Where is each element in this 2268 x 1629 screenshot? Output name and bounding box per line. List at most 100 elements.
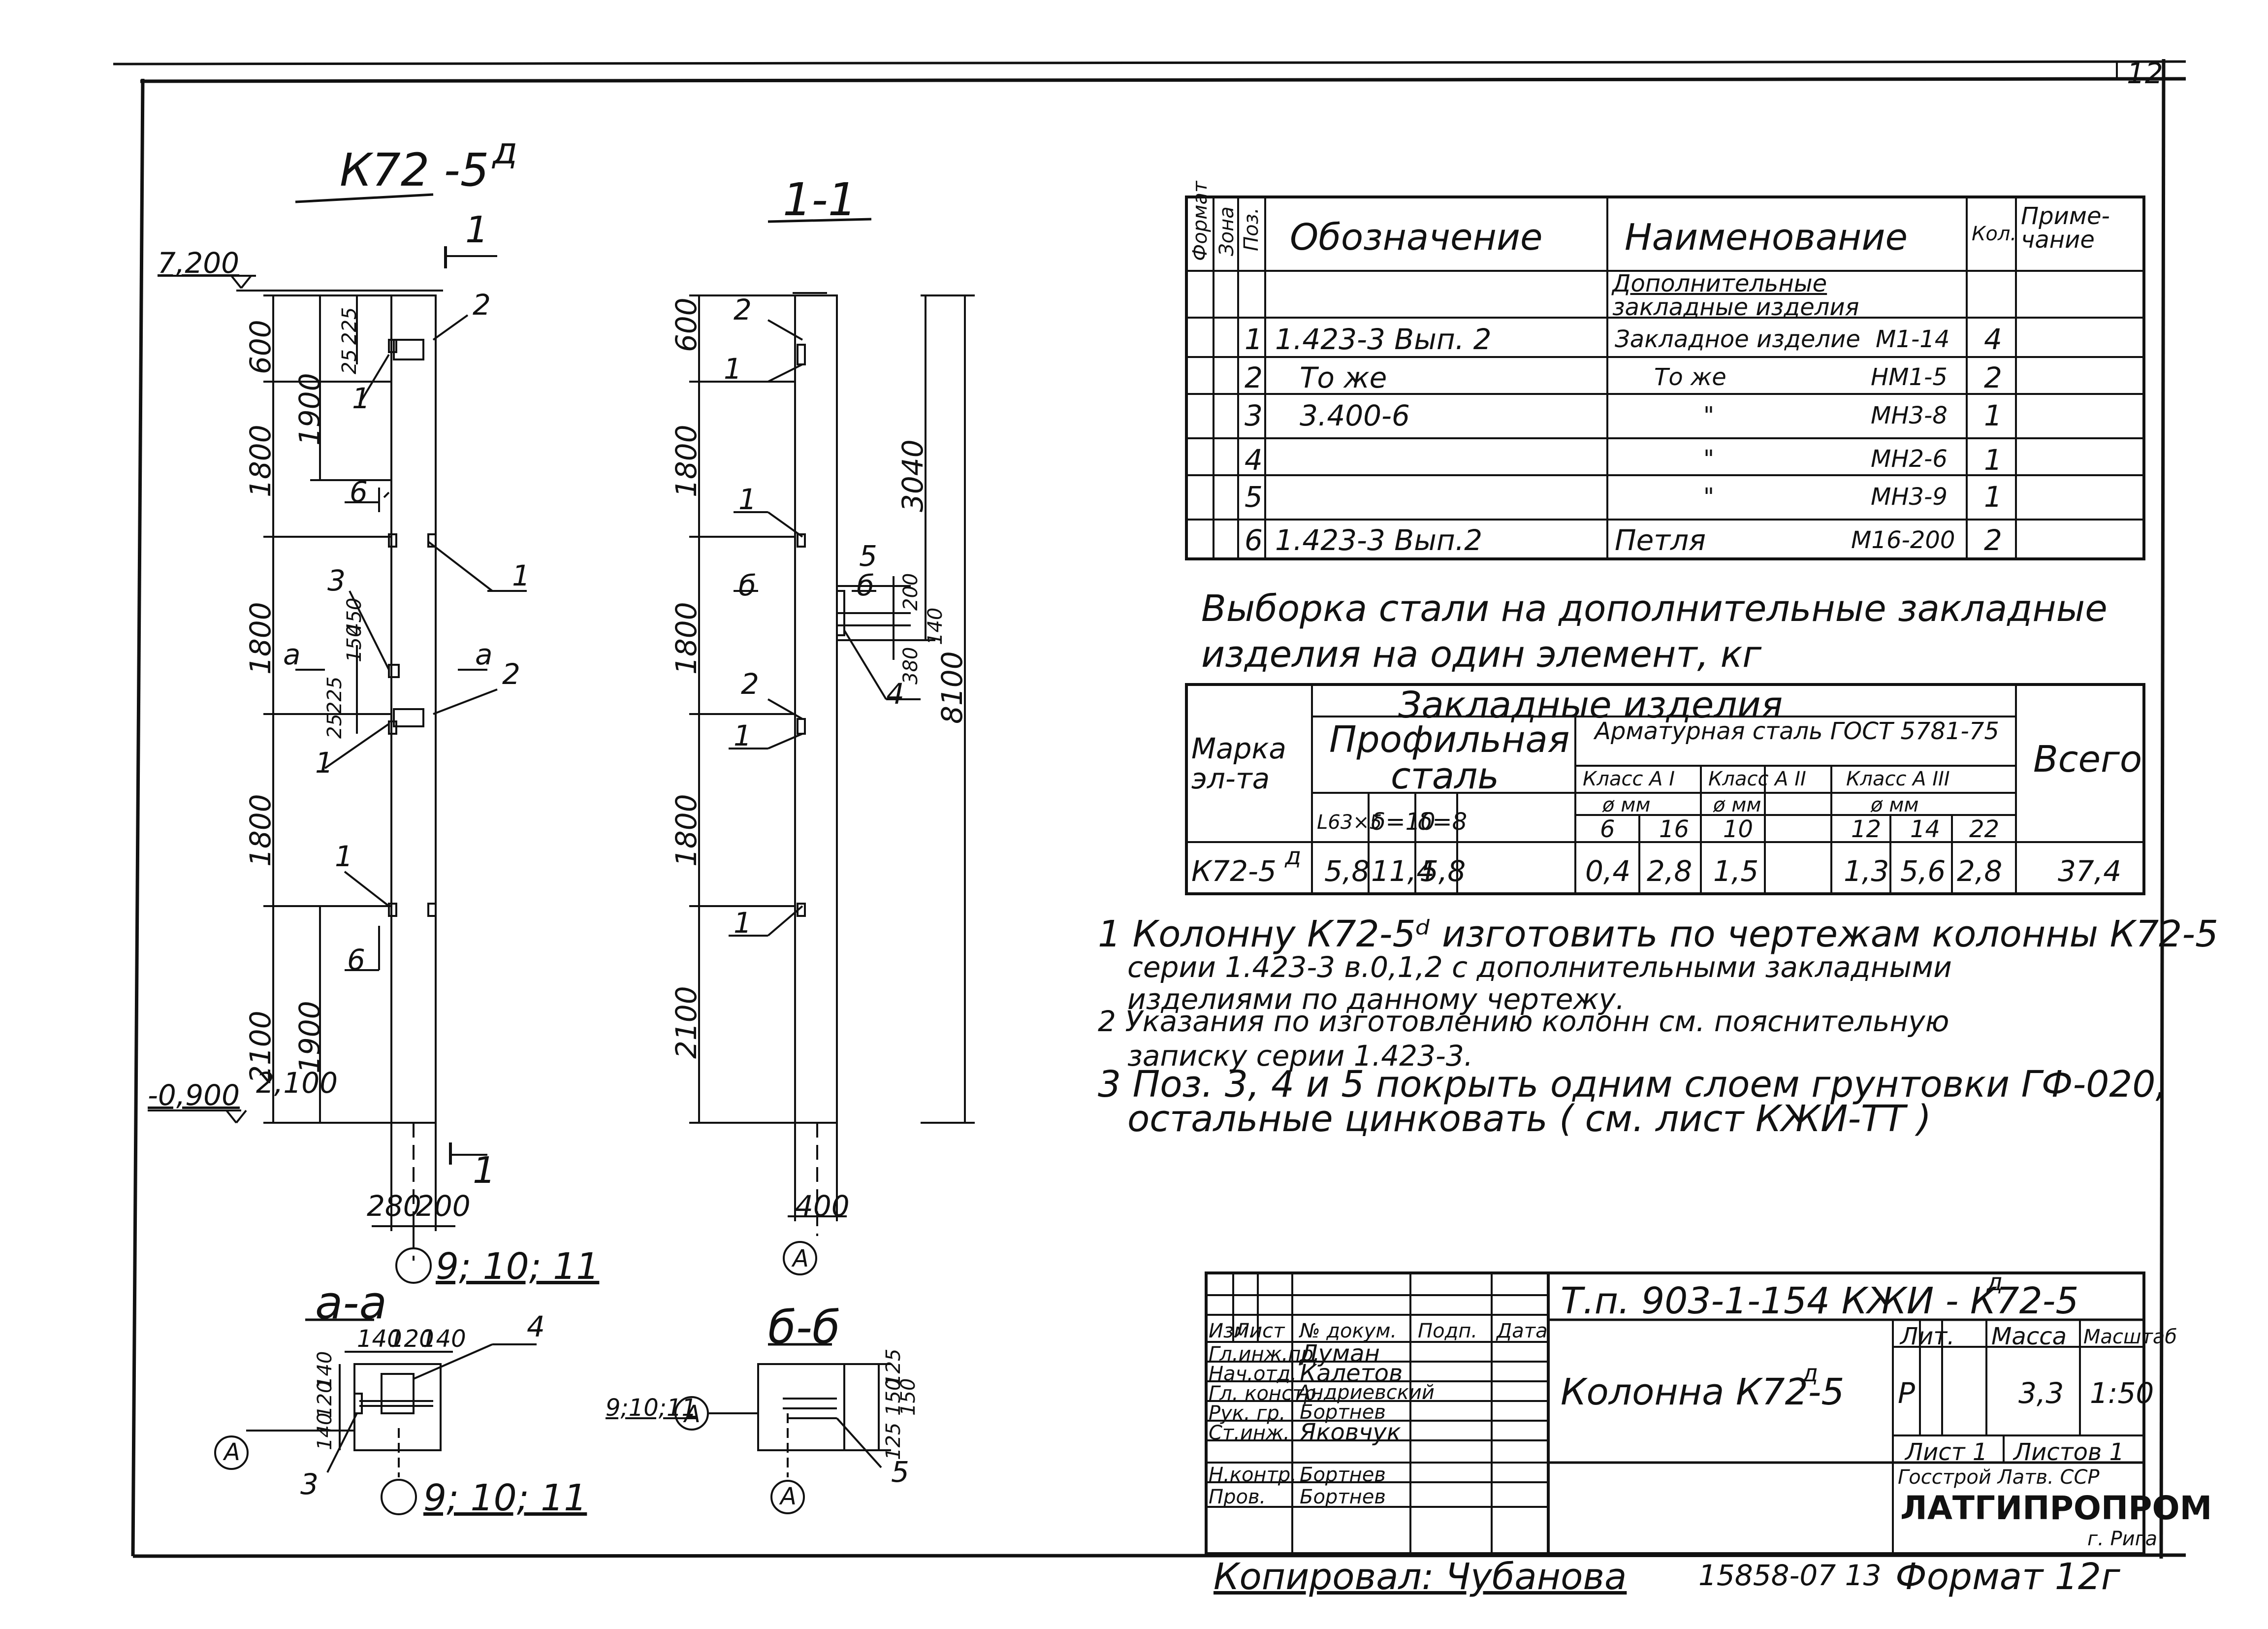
spec-table-grid xyxy=(1185,195,2145,560)
sheet-number: 12 xyxy=(2127,57,2163,90)
spec-row6-designation: 1.423-3 Вып.2 xyxy=(1275,523,1483,557)
spec-row6-pos: 6 xyxy=(1245,523,1263,557)
steel-row-mark-sup: д xyxy=(1285,843,1302,870)
steel-class-aiii: Класс А III xyxy=(1846,768,1950,790)
spec-header-designation: Обозначение xyxy=(1290,216,1543,259)
elev-callout-2-mid: 2 xyxy=(502,657,520,691)
note-2-line-1: 2 Указания по изготовлению колонн см. по… xyxy=(1098,1005,1949,1038)
elev-callout-2-top: 2 xyxy=(473,288,491,322)
elev-callout-1-bottom: 1 xyxy=(335,840,353,873)
steel-dia-6: 6 xyxy=(1600,815,1615,843)
tb-org-name: ЛАТГИПРОПРОМ xyxy=(1900,1489,2212,1527)
section-a-a-title: а-а xyxy=(315,1276,387,1329)
tb-mass-label: Масса xyxy=(1991,1323,2067,1350)
note-1-line-2: серии 1.423-3 в.0,1,2 с дополнительными … xyxy=(1127,950,1952,984)
spec-row4-qty: 1 xyxy=(1984,443,2002,477)
tb-role-1: Гл.инж.пр. xyxy=(1209,1343,1320,1366)
steel-row-mark: К72-5 xyxy=(1191,854,1277,888)
section-1-1-view xyxy=(689,218,975,1275)
note-3-line-1: 3 Поз. 3, 4 и 5 покрыть одним слоем грун… xyxy=(1098,1063,2167,1106)
section-1-1-title: 1-1 xyxy=(783,173,857,226)
steel-class-aii: Класс А II xyxy=(1708,768,1806,790)
steel-row-profile-2: 11,4 xyxy=(1371,854,1435,888)
spec-header-pos: Поз. xyxy=(1240,207,1263,251)
aa-callout-3: 3 xyxy=(300,1467,319,1501)
spec-row3-mark: МН3-8 xyxy=(1871,402,1948,429)
section-b-b-title: б-б xyxy=(768,1301,840,1354)
section-marker-a-right: а xyxy=(475,638,493,671)
spec-row2-designation: То же xyxy=(1300,361,1387,394)
spec-header-note: Приме-чание xyxy=(2021,202,2110,254)
elev-callout-6-top: 6 xyxy=(350,475,368,509)
spec-row3-name: " xyxy=(1703,402,1715,429)
spec-row2-pos: 2 xyxy=(1245,361,1263,394)
sec-dim-2100: 2100 xyxy=(670,986,703,1059)
aa-callout-4: 4 xyxy=(527,1310,545,1343)
spec-row5-mark: МН3-9 xyxy=(1871,483,1948,511)
steel-row-ai-16: 2,8 xyxy=(1647,854,1693,888)
aa-dim-140-left: 140 xyxy=(357,1325,402,1353)
tb-role-5: Ст.инж. xyxy=(1209,1422,1290,1444)
elev-axis-ref: 9; 10; 11 xyxy=(436,1245,600,1288)
tb-scale-label: Масштаб xyxy=(2083,1326,2177,1348)
spec-row1-designation: 1.423-3 Вып. 2 xyxy=(1275,323,1492,356)
spec-section-title: Дополнительные закладные изделия xyxy=(1612,270,1859,321)
spec-row2-mark: НМ1-5 xyxy=(1871,363,1948,391)
elev-dim-1800-c: 1800 xyxy=(244,794,277,867)
sec-dim-140: 140 xyxy=(924,607,947,645)
sec-dim-400: 400 xyxy=(795,1189,850,1223)
elev-dim-600: 600 xyxy=(244,320,277,374)
steel-dia-unit-ai: ø мм xyxy=(1602,794,1651,816)
steel-row-ai-6: 0,4 xyxy=(1585,854,1631,888)
sec-dim-3040: 3040 xyxy=(896,439,929,512)
sec-callout-5: 5 xyxy=(859,539,877,573)
elev-dim-200: 200 xyxy=(416,1189,471,1223)
tb-code: Т.п. 903-1-154 КЖИ - К72-5 xyxy=(1561,1280,2079,1322)
tb-name-3: Андриевский xyxy=(1297,1381,1435,1404)
sec-dim-8100: 8100 xyxy=(935,651,969,724)
elev-dim-25: 25 xyxy=(338,349,361,374)
sheet-frame xyxy=(113,59,2186,1559)
section-marker-a-left: а xyxy=(283,638,301,671)
tb-head-date: Дата xyxy=(1497,1320,1548,1342)
elev-dim-1800-a: 1800 xyxy=(244,424,277,497)
tb-scale: 1:50 xyxy=(2090,1376,2154,1410)
bb-axis-label: А xyxy=(780,1483,797,1510)
steel-col-group: Закладные изделия xyxy=(1398,684,1783,726)
steel-row-total: 37,4 xyxy=(2058,854,2122,888)
steel-table-grid xyxy=(1185,683,2145,895)
tb-org-city: г. Рига xyxy=(2087,1528,2158,1550)
footer-doc-no: 15858-07 13 xyxy=(1698,1559,1882,1592)
sec-callout-1-mid: 1 xyxy=(738,483,757,516)
sec-dim-1800-c: 1800 xyxy=(670,794,703,867)
steel-col-profile: Профильная сталь xyxy=(1329,718,1570,797)
steel-dia-12: 12 xyxy=(1851,815,1882,843)
spec-row5-qty: 1 xyxy=(1984,480,2002,514)
elevation-view xyxy=(148,193,527,1284)
steel-row-aiii-12: 1,3 xyxy=(1844,854,1889,888)
tb-name-5: Яковчук xyxy=(1300,1419,1401,1446)
title-block-grid xyxy=(1205,1271,2145,1555)
steel-profile-l63: L63×5 xyxy=(1317,811,1382,834)
tb-role-2: Нач.отд. xyxy=(1209,1363,1297,1385)
steel-class-ai: Класс А I xyxy=(1583,768,1675,790)
elev-dim-1800-b: 1800 xyxy=(244,602,277,675)
steel-profile-d10: δ=10 xyxy=(1371,808,1436,836)
sec-callout-1-lower: 1 xyxy=(734,719,752,752)
section-marker-1-top: 1 xyxy=(465,209,489,251)
spec-row6-name: Петля xyxy=(1615,523,1706,557)
section-a-a-view xyxy=(214,1318,537,1515)
tb-role-3: Гл. констр. xyxy=(1209,1382,1323,1405)
bb-axis-bubble-label: А xyxy=(684,1401,701,1428)
tb-stage: Р xyxy=(1898,1376,1915,1410)
elev-dim-280: 280 xyxy=(367,1189,421,1223)
steel-row-profile-3: 5,8 xyxy=(1420,854,1466,888)
steel-dia-unit-aiii: ø мм xyxy=(1871,794,1919,816)
tb-head-list: Лист xyxy=(1235,1320,1285,1342)
bb-callout-5: 5 xyxy=(891,1455,909,1489)
tb-sheet: Лист 1 xyxy=(1905,1438,1988,1466)
section-b-b-view xyxy=(674,1343,891,1514)
section-marker-1-bottom: 1 xyxy=(473,1149,496,1192)
steel-dia-14: 14 xyxy=(1910,815,1941,843)
